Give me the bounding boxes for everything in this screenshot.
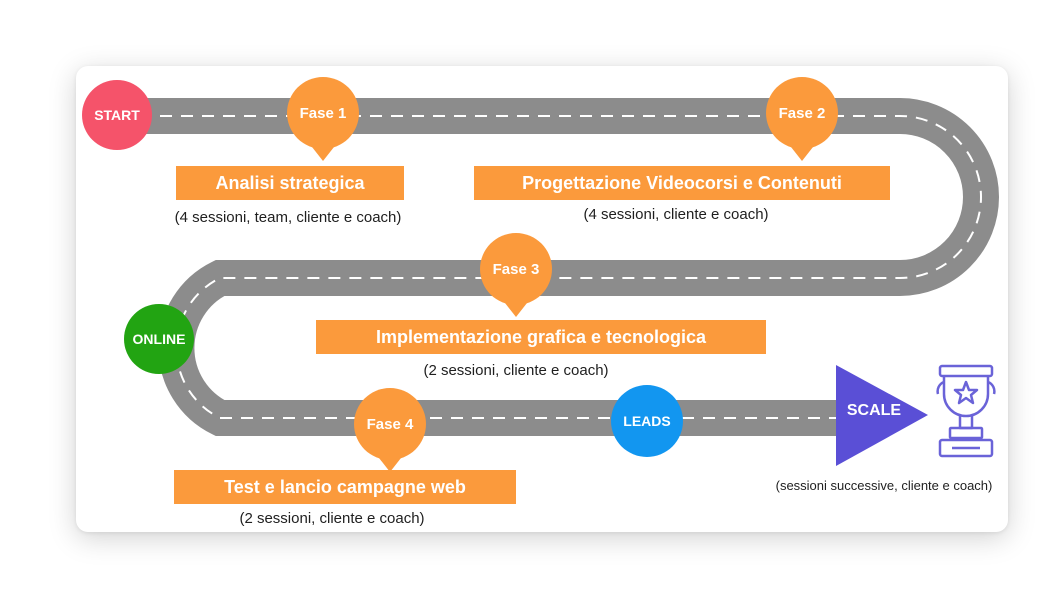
phase-3-label: Fase 3: [492, 260, 540, 278]
start-milestone: START: [82, 80, 152, 150]
phase-2-marker: Fase 2: [766, 77, 838, 149]
road-dashes: [118, 115, 982, 419]
trophy-icon: [936, 364, 996, 458]
leads-label: LEADS: [623, 413, 671, 429]
phase-2-label: Fase 2: [778, 104, 826, 122]
phase-4-note: (2 sessioni, cliente e coach): [239, 510, 425, 527]
start-label: START: [94, 107, 140, 123]
phase-3-marker: Fase 3: [480, 233, 552, 305]
phase-1-title: Analisi strategica: [176, 166, 404, 200]
phase-4-marker: Fase 4: [354, 388, 426, 460]
leads-milestone: LEADS: [611, 385, 683, 457]
phase-3-title: Implementazione grafica e tecnologica: [316, 320, 766, 354]
online-label: ONLINE: [132, 331, 186, 347]
phase-4-label: Fase 4: [366, 415, 414, 433]
phase-1-label: Fase 1: [299, 104, 347, 122]
scale-label: SCALE: [846, 402, 902, 419]
phase-4-title: Test e lancio campagne web: [174, 470, 516, 504]
scale-triangle: [836, 365, 928, 466]
phase-2-title: Progettazione Videocorsi e Contenuti: [474, 166, 890, 200]
phase-1-marker: Fase 1: [287, 77, 359, 149]
phase-2-note: (4 sessioni, cliente e coach): [583, 206, 769, 223]
phase-3-note: (2 sessioni, cliente e coach): [423, 362, 609, 379]
scale-note: (sessioni successive, cliente e coach): [775, 478, 993, 493]
online-milestone: ONLINE: [124, 304, 194, 374]
phase-1-note: (4 sessioni, team, cliente e coach): [174, 209, 402, 226]
